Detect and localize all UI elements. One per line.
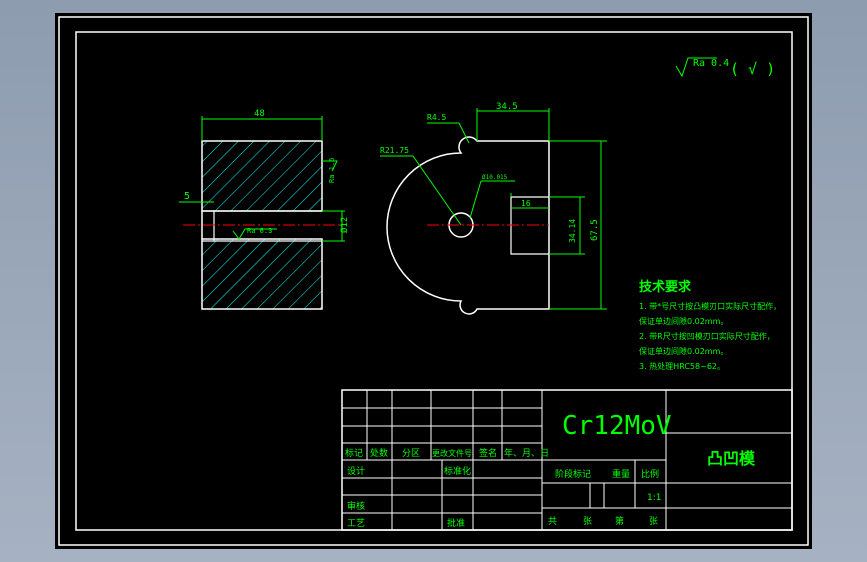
dim-large-radius: R21.75 [380,146,409,155]
title-block-text: Cr12MoV 凸凹模 标记 处数 分区 更改文件号 签名 年、月、日 设计 标… [345,411,756,529]
dim-small-radius: R4.5 [427,113,446,122]
label-design: 设计 [347,465,365,477]
right-plan-view: 34.5 R4.5 R21.75 Ø10.015 16 34.14 67.5 [380,102,607,315]
material-label: Cr12MoV [562,411,672,441]
dim-slot-height: 34.14 [568,219,577,243]
dim-bore: Ø12 [339,217,350,233]
dim-hole: Ø10.015 [482,174,508,181]
label-approve: 批准 [447,517,465,529]
dim-width: 48 [254,109,265,119]
dim-top: 34.5 [496,102,518,112]
surface-finish-note: Ra 0.4 ( √ ) [675,57,775,78]
label-sheets: 张 [583,516,592,527]
part-name: 凸凹模 [707,449,756,468]
tech-requirements-title: 技术要求 [639,279,692,295]
surface-roughness-label: Ra 0.4 [693,58,729,69]
label-total: 共 [548,516,557,527]
label-standardize: 标准化 [444,465,471,477]
left-section-view: 48 5 Ra 1.6 Ra 6.3 Ø12 [179,109,350,310]
label-stage-mark: 阶段标记 [555,468,591,480]
dim-depth: 5 [184,191,190,202]
dim-total-height: 67.5 [590,219,600,241]
label-weight: 重量 [612,468,630,480]
label-review: 审核 [347,500,365,512]
tech-line: 1. 带*号尺寸按凸模刃口实际尺寸配作， [639,301,781,311]
roughness-right-edge: Ra 1.6 [328,158,336,183]
label-sheet-no: 第 [615,515,624,527]
header-date: 年、月、日 [504,447,549,459]
title-block [341,389,793,531]
tech-line: 3. 热处理HRC58~62。 [639,361,725,371]
cad-drawing: Ra 0.4 ( √ ) 48 5 Ra 1.6 Ra 6.3 Ø12 [58,16,809,546]
roughness-inner: Ra 6.3 [247,227,272,235]
header-zone: 分区 [402,448,420,459]
scale-value: 1:1 [647,493,661,503]
header-mark: 标记 [345,447,363,459]
tech-line: 保证单边间隙0.02mm。 [639,346,728,356]
label-process: 工艺 [347,518,365,529]
header-count: 处数 [370,447,388,459]
drawing-sheet: Ra 0.4 ( √ ) 48 5 Ra 1.6 Ra 6.3 Ø12 [55,13,812,549]
outer-border [58,16,809,546]
label-sheet-unit: 张 [649,516,658,527]
label-scale: 比例 [641,468,659,480]
tech-requirements: 技术要求 1. 带*号尺寸按凸模刃口实际尺寸配作， 保证单边间隙0.02mm。 … [639,279,781,371]
tech-line: 2. 带R尺寸按凹模刃口实际尺寸配作， [639,331,775,341]
dim-slot: 16 [521,199,531,208]
tech-line: 保证单边间隙0.02mm。 [639,316,728,326]
header-change-doc: 更改文件号 [432,448,472,458]
surface-finish-symbol: ( √ ) [730,60,775,78]
header-signature: 签名 [479,447,497,459]
